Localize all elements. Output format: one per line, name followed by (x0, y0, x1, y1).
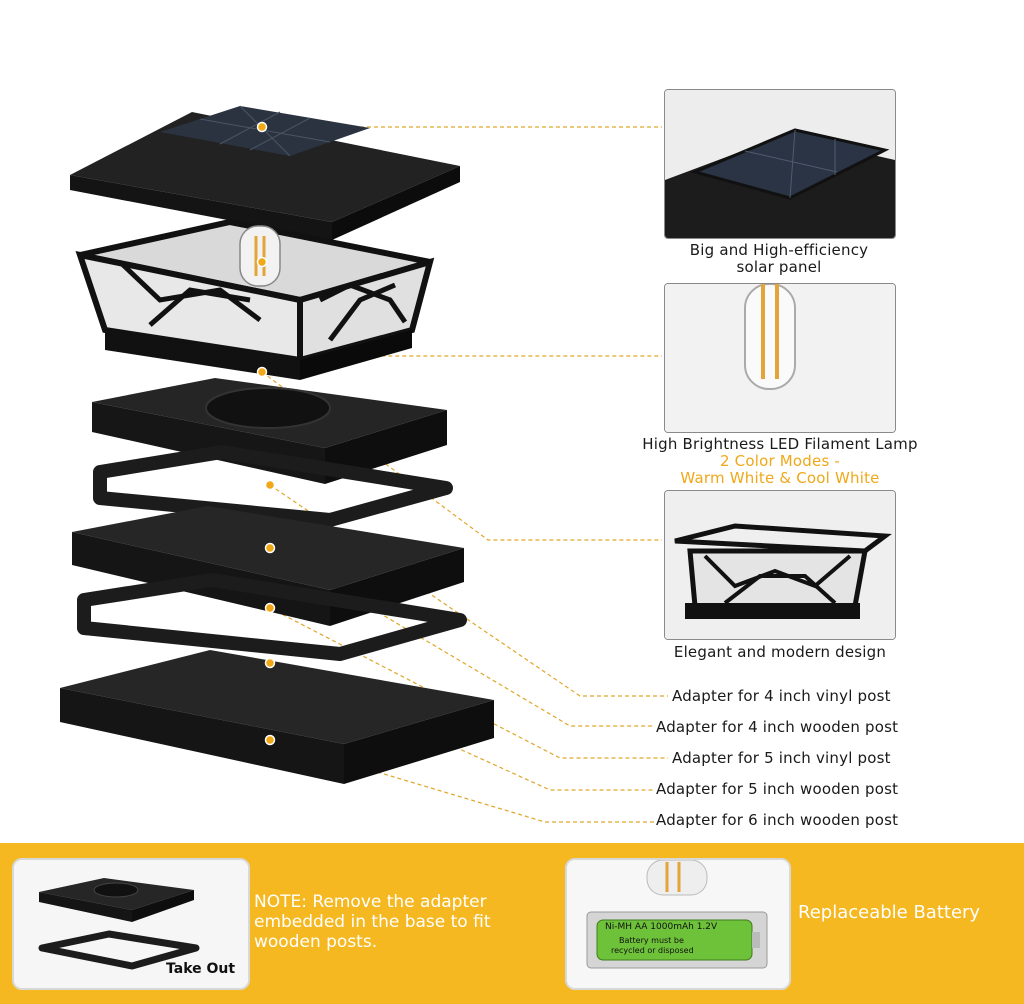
lantern-housing (75, 218, 435, 380)
solar-cap (70, 105, 460, 240)
leader-adapter-1 (269, 484, 668, 697)
solar-panel-image (665, 90, 895, 238)
replaceable-battery-label: Replaceable Battery (798, 902, 981, 923)
filament-lamp-image (665, 284, 895, 432)
battery-compartment-image (567, 860, 789, 988)
filament-caption: High Brightness LED Filament Lamp 2 Colo… (630, 436, 930, 487)
solar-caption-line2: solar panel (736, 258, 822, 276)
adapter-label-3: Adapter for 5 inch vinyl post (672, 749, 891, 767)
take-out-box (12, 858, 250, 990)
take-out-image (14, 860, 248, 988)
marker-solar (256, 121, 268, 133)
solar-panel-detail (664, 89, 896, 239)
exploded-view (60, 105, 668, 823)
marker-adapter-2 (264, 542, 276, 554)
marker-filament (256, 256, 268, 268)
battery-label-line2: Battery must be (619, 936, 684, 945)
leader-adapter-5 (269, 739, 654, 823)
filament-caption-line3: Warm White & Cool White (680, 469, 880, 487)
adapter-frame-1 (93, 445, 453, 527)
marker-adapter-5 (264, 734, 276, 746)
adapter-note: NOTE: Remove the adapter embedded in the… (254, 892, 491, 952)
bottom-plate (60, 650, 494, 784)
marker-dots (256, 121, 276, 746)
leader-filament (261, 261, 662, 357)
solar-panel-caption: Big and High-efficiency solar panel (664, 242, 894, 276)
take-out-label: Take Out (166, 961, 236, 977)
battery-box: Ni-MH AA 1000mAh 1.2V Battery must be re… (565, 858, 791, 990)
filament-lamp-detail (664, 283, 896, 433)
adapter-label-4: Adapter for 5 inch wooden post (656, 780, 899, 798)
marker-design (256, 366, 268, 378)
marker-adapter-3 (264, 602, 276, 614)
battery-label-line3: recycled or disposed (611, 946, 694, 955)
adapter-label-5: Adapter for 6 inch wooden post (656, 811, 899, 829)
adapter-label-2: Adapter for 4 inch wooden post (656, 718, 899, 736)
leader-adapter-3 (269, 607, 668, 759)
adapter-frame-3 (77, 573, 467, 661)
filament-caption-line2: 2 Color Modes - (719, 452, 841, 470)
solar-caption-line1: Big and High-efficiency (689, 241, 869, 259)
design-detail (664, 490, 896, 640)
marker-adapter-4 (264, 657, 276, 669)
marker-adapter-1 (264, 479, 276, 491)
design-caption: Elegant and modern design (673, 643, 887, 661)
filament-caption-line1: High Brightness LED Filament Lamp (642, 435, 918, 453)
lantern-frame-image (665, 491, 895, 639)
adapter-label-1: Adapter for 4 inch vinyl post (672, 687, 891, 705)
battery-label-line1: Ni-MH AA 1000mAh 1.2V (605, 922, 718, 932)
